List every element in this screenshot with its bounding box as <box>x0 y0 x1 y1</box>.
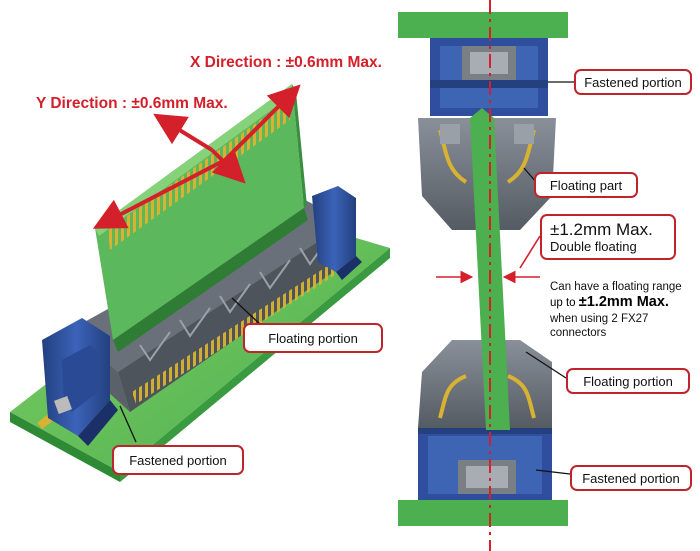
cross-section <box>398 0 574 551</box>
leader-floating-left <box>231 297 263 327</box>
top-fastened-block <box>430 38 548 116</box>
isometric-connector <box>10 84 390 482</box>
callout-fastened-portion-left: Fastened portion <box>112 445 244 475</box>
callout-floating-portion-left: Floating portion <box>243 323 383 353</box>
range-note-line1: Can have a floating range <box>550 281 682 293</box>
range-note: Can have a floating range up to ±1.2mm M… <box>550 280 700 340</box>
range-note-line3: when using 2 FX27 <box>550 313 649 325</box>
range-note-line2: up to ±1.2mm Max. <box>550 294 700 312</box>
callout-floating-portion-right: Floating portion <box>566 368 690 394</box>
direction-arrows <box>92 84 301 229</box>
y-direction-label: Y Direction : ±0.6mm Max. <box>36 95 228 112</box>
range-note-value: ±1.2mm Max. <box>578 294 669 310</box>
bottom-fastened-block <box>418 428 552 500</box>
callout-fastened-portion-bottom: Fastened portion <box>570 465 692 491</box>
double-floating-value: ±1.2mm Max. <box>550 219 653 239</box>
callout-floating-part: Floating part <box>534 172 638 198</box>
fastened-fitting-front <box>42 318 118 446</box>
top-board <box>398 12 568 38</box>
float-arrows <box>436 235 541 284</box>
fastened-fitting-back <box>312 186 362 280</box>
range-note-line4: connectors <box>550 327 607 339</box>
leader-fastened-left <box>119 405 137 443</box>
callout-fastened-portion-top: Fastened portion <box>574 69 692 95</box>
x-direction-label: X Direction : ±0.6mm Max. <box>190 54 382 71</box>
bottom-board <box>398 500 568 526</box>
double-floating-box: ±1.2mm Max. Double floating <box>540 214 676 260</box>
range-note-prefix: up to <box>550 297 579 309</box>
double-floating-caption: Double floating <box>550 238 637 254</box>
